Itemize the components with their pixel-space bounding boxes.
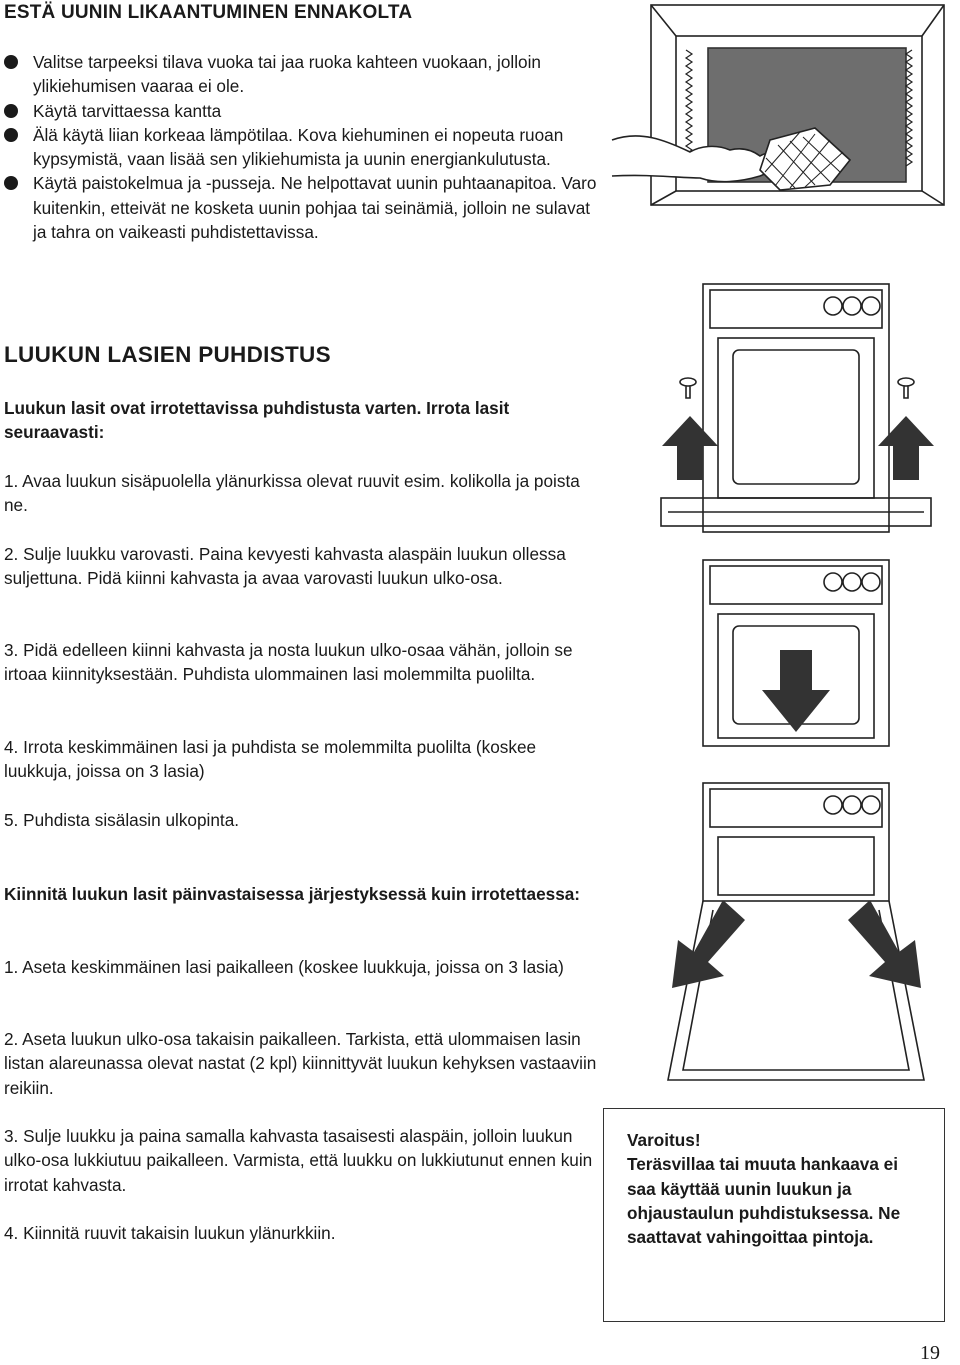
step-4: 4. Irrota keskimmäinen lasi ja puhdista … [4,737,537,782]
arrow-up-left-icon [662,416,718,480]
tips-list: Valitse tarpeeksi tilava vuoka tai jaa r… [4,50,604,244]
step-2: 2. Sulje luukku varovasti. Paina kevyest… [4,544,566,589]
arrow-down-icon [762,650,830,732]
section-title-prevent-soiling: ESTÄ UUNIN LIKAANTUMINEN ENNAKOLTA [4,2,413,23]
reassembly-heading: Kiinnitä luukun lasit päinvastaisessa jä… [4,884,581,904]
step-5: 5. Puhdista sisälasin ulkopinta. [4,810,240,830]
warning-title: Varoitus! [627,1130,701,1150]
reassembly-step-4: 4. Kiinnitä ruuvit takaisin luukun ylänu… [4,1223,336,1243]
bullet-dot-icon [4,127,18,142]
arrow-out-left-icon [672,900,745,988]
list-item: Älä käytä liian korkeaa lämpötilaa. Kova… [4,123,604,172]
reassembly-step-2: 2. Aseta luukun ulko-osa takaisin paikal… [4,1029,597,1098]
page-number: 19 [920,1342,940,1364]
bullet-dot-icon [4,103,18,118]
bullet-dot-icon [4,55,18,69]
warning-body: Teräsvillaa tai muuta hankaava ei saa kä… [627,1154,901,1248]
reassembly-step-1: 1. Aseta keskimmäinen lasi paikalleen (k… [4,957,564,977]
intro-text: Luukun lasit ovat irrotettavissa puhdist… [4,398,510,443]
reassembly-step-3: 3. Sulje luukku ja paina samalla kahvast… [4,1126,593,1195]
section-title-door-glass-cleaning: LUUKUN LASIEN PUHDISTUS [4,342,331,367]
arrow-up-right-icon [878,416,934,480]
warning-text: Varoitus! Teräsvillaa tai muuta hankaava… [627,1128,927,1249]
list-item: Käytä tarvittaessa kantta [4,99,604,123]
bullet-dot-icon [4,176,18,191]
list-item: Käytä paistokelmua ja -pusseja. Ne helpo… [4,171,604,244]
list-item: Valitse tarpeeksi tilava vuoka tai jaa r… [4,50,604,99]
step-3: 3. Pidä edelleen kiinni kahvasta ja nost… [4,640,573,685]
warning-box [603,1108,945,1322]
step-1: 1. Avaa luukun sisäpuolella ylänurkissa … [4,471,580,516]
arrow-out-right-icon [848,900,921,988]
